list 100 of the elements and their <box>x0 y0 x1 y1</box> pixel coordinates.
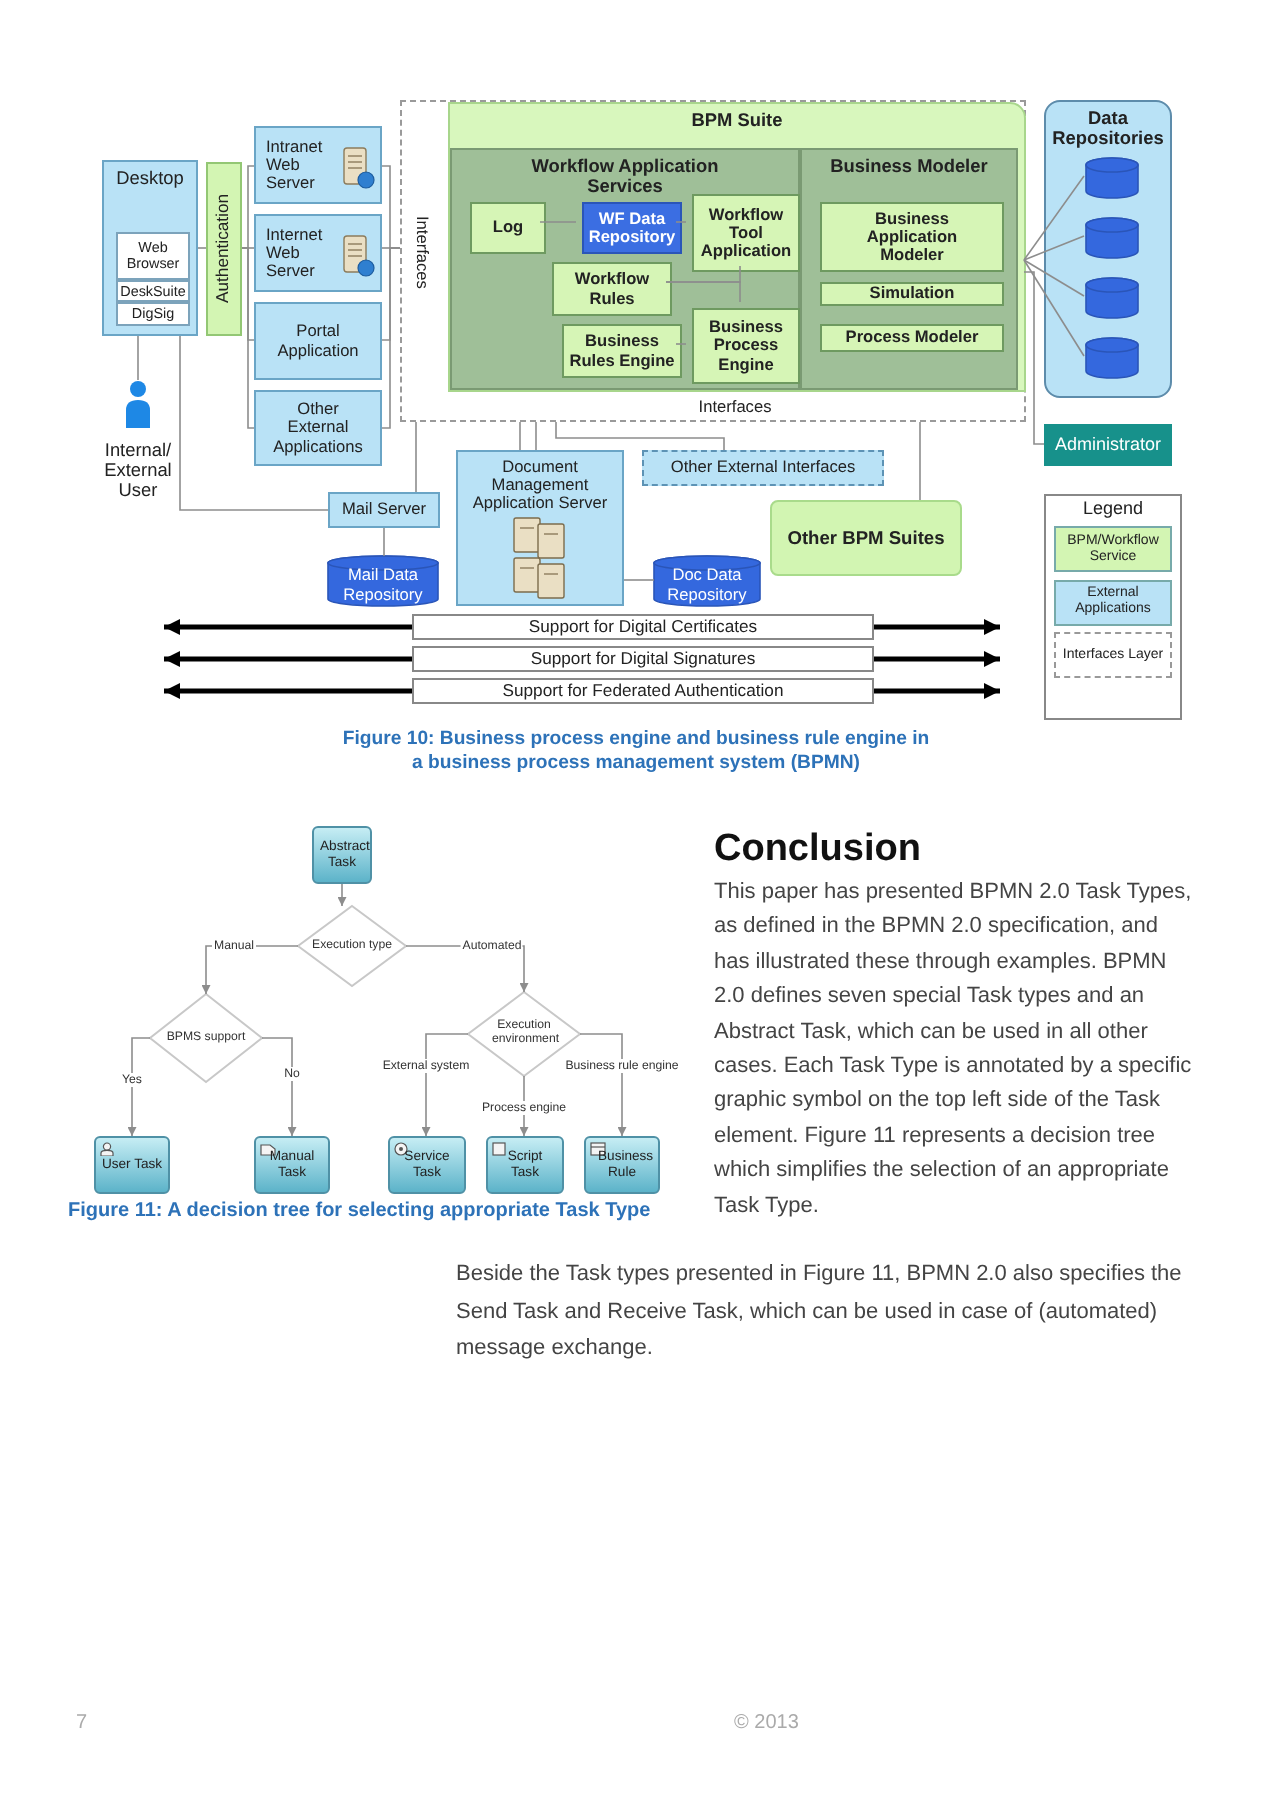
figure-caption: Figure 11: A decision tree for selecting appropriate Task Type <box>68 1200 653 1222</box>
task-box <box>254 1136 330 1194</box>
node-label: Support for Digital Signatures <box>530 649 756 669</box>
connector-line <box>137 335 139 381</box>
node-label: Interfaces <box>411 213 436 293</box>
connector-line <box>1023 175 1085 261</box>
node-label: Business Rules Engine <box>568 332 676 370</box>
node-label: Mail Data Repository <box>341 566 425 604</box>
layer-bar <box>206 162 242 336</box>
database-cylinder <box>1086 338 1138 378</box>
component-box <box>116 232 190 280</box>
server-box <box>328 492 440 528</box>
connector-line <box>1023 259 1085 297</box>
arrow <box>164 651 412 667</box>
section-heading: Conclusion <box>714 828 923 872</box>
node-label: Business Process Engine <box>707 318 785 374</box>
panel-heading: Document Management Application Server <box>470 458 610 513</box>
node-label: Other External Applications <box>271 400 365 456</box>
connector-line <box>623 579 655 581</box>
support-bar <box>412 678 874 704</box>
node-label: Business Application Modeler <box>864 209 960 265</box>
legend-title: Legend <box>1080 498 1146 518</box>
connector-line <box>179 335 329 511</box>
node-label: Doc Data Repository <box>665 566 749 604</box>
node-label: Intranet Web Server <box>266 137 325 193</box>
suite-box <box>770 500 962 576</box>
node-label: Workflow Rules <box>572 270 652 308</box>
support-bar <box>412 646 874 672</box>
database-cylinder <box>1086 278 1138 318</box>
node-label: Internal/ External User <box>104 439 172 500</box>
arrow <box>579 1033 627 1137</box>
connector-line <box>383 527 385 557</box>
server-box <box>254 126 382 204</box>
node-label: WF Data Repository <box>588 209 676 247</box>
connector-line <box>1023 259 1085 357</box>
connector-line <box>241 247 255 429</box>
connector-line <box>519 421 521 451</box>
task-box <box>312 826 372 884</box>
node-label: Interfaces <box>696 394 774 421</box>
task-box <box>584 1136 660 1194</box>
group-panel <box>450 148 800 390</box>
arrow <box>337 883 347 907</box>
interfaces-layer <box>400 100 1026 422</box>
panel-heading: Business Modeler <box>830 156 988 177</box>
panel-heading: Desktop <box>116 168 184 189</box>
connector-line <box>555 421 725 451</box>
group-panel <box>800 148 1018 390</box>
connector-line <box>1023 235 1085 261</box>
service-box <box>552 262 672 316</box>
node-label: Portal Application <box>275 322 361 360</box>
node-label: Administrator <box>1054 435 1161 455</box>
component-box <box>254 302 382 380</box>
connector-line <box>1023 271 1045 445</box>
page-number: 7 <box>76 1712 90 1734</box>
node-label: Workflow Tool Application <box>698 205 794 261</box>
node-label: Mail Server <box>342 500 426 520</box>
node-label: Support for Digital Certificates <box>528 617 758 637</box>
arrow <box>421 1033 469 1137</box>
arrow <box>874 651 1000 667</box>
node-label: Process Modeler <box>845 328 979 348</box>
panel-heading: Workflow Application Services <box>529 156 721 197</box>
node-label: Other External Interfaces <box>670 458 856 478</box>
decision-diamond <box>298 906 406 986</box>
database-cylinder <box>654 556 760 606</box>
node-label: Simulation <box>869 284 955 304</box>
node-label: Log <box>492 218 524 238</box>
arrow <box>874 683 1000 699</box>
task-box <box>486 1136 564 1194</box>
node-label: Other BPM Suites <box>787 527 945 549</box>
panel-box <box>102 160 198 336</box>
connector-line <box>675 221 687 223</box>
interface-box <box>642 450 884 486</box>
paragraph: Beside the Task types presented in Figure 11, BPMN 2.0 also specifies the Send Task and Receive Task, which can be used in case of (automated) message exchange. <box>456 1260 1184 1364</box>
server-box <box>456 450 624 606</box>
arrow <box>164 683 412 699</box>
figure-caption: Figure 10: Business process engine and business rule engine in a business process management system (BPMN) <box>340 728 932 776</box>
connector-line <box>675 343 687 345</box>
node-label: Internet Web Server <box>266 225 325 281</box>
connector-line <box>197 247 207 249</box>
node-label: Support for Federated Authentication <box>502 681 784 701</box>
panel-heading: Data Repositories <box>1050 108 1166 149</box>
database-cylinder <box>1086 218 1138 258</box>
connector-line <box>241 165 255 249</box>
database-cylinder <box>328 556 438 606</box>
connector-line <box>415 421 417 493</box>
service-box <box>562 324 682 378</box>
connector-line <box>539 221 577 223</box>
connector-line <box>919 421 921 501</box>
database-cylinder <box>1086 158 1138 198</box>
service-box <box>692 308 800 384</box>
service-box <box>692 194 800 272</box>
component-box <box>116 302 190 326</box>
component-box <box>254 390 382 466</box>
task-box <box>94 1136 170 1194</box>
arrow <box>127 1037 151 1137</box>
arrow <box>874 619 1000 635</box>
decision-diamond <box>150 994 262 1082</box>
service-box <box>820 202 1004 272</box>
arrow <box>164 619 412 635</box>
service-box <box>470 202 546 254</box>
